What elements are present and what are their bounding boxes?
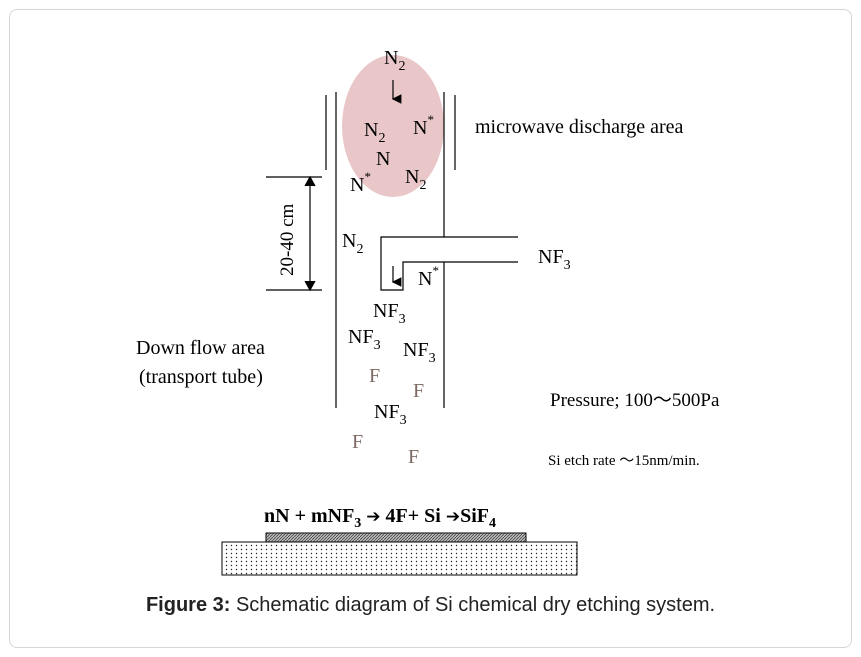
microwave-electrodes bbox=[325, 95, 456, 170]
n-atom-label: N bbox=[376, 148, 390, 170]
downflow-label-line1: Down flow area bbox=[136, 337, 265, 359]
n2-plasma-lower-label: N2 bbox=[405, 166, 426, 193]
microwave-area-label: microwave discharge area bbox=[475, 116, 684, 138]
nf3-inlet-label: NF3 bbox=[538, 246, 571, 273]
etch-rate-label: Si etch rate ～15nm/min. bbox=[548, 453, 700, 469]
substrate bbox=[221, 541, 578, 576]
n-star-plasma-label: N* bbox=[413, 112, 434, 139]
n-star-lower-label: N* bbox=[350, 169, 371, 196]
silicon-film bbox=[265, 532, 527, 543]
n2-tube-label: N2 bbox=[342, 230, 363, 257]
distance-label: 20-40 cm bbox=[277, 203, 298, 276]
distance-dimension bbox=[266, 175, 322, 292]
n2-plasma-label: N2 bbox=[364, 119, 385, 146]
plasma-region bbox=[342, 55, 444, 197]
nf3-label-2: NF3 bbox=[348, 326, 381, 353]
downflow-label-line2: (transport tube) bbox=[139, 366, 263, 388]
nf3-label-3: NF3 bbox=[403, 339, 436, 366]
n-star-tube-label: N* bbox=[418, 263, 439, 290]
nf3-injection-pipe bbox=[380, 236, 518, 291]
fluorine-label-4: F bbox=[408, 446, 419, 468]
nf3-label-4: NF3 bbox=[374, 401, 407, 428]
pressure-label: Pressure; 100～500Pa bbox=[550, 390, 720, 411]
figure-label: Figure 3: bbox=[145, 594, 231, 616]
n2-inlet-label: N2 bbox=[384, 47, 405, 74]
nf3-label-1: NF3 bbox=[373, 300, 406, 327]
figure-caption: Figure 3: Schematic diagram of Si chemic… bbox=[0, 594, 861, 617]
reaction-equation: nN + mNF3 ➔ 4F+ Si ➔SiF4 bbox=[264, 505, 496, 531]
fluorine-label-3: F bbox=[352, 431, 363, 453]
transport-tube bbox=[335, 92, 445, 408]
fluorine-label-2: F bbox=[413, 380, 424, 402]
fluorine-label-1: F bbox=[369, 365, 380, 387]
caption-text: Schematic diagram of Si chemical dry etc… bbox=[230, 594, 716, 616]
